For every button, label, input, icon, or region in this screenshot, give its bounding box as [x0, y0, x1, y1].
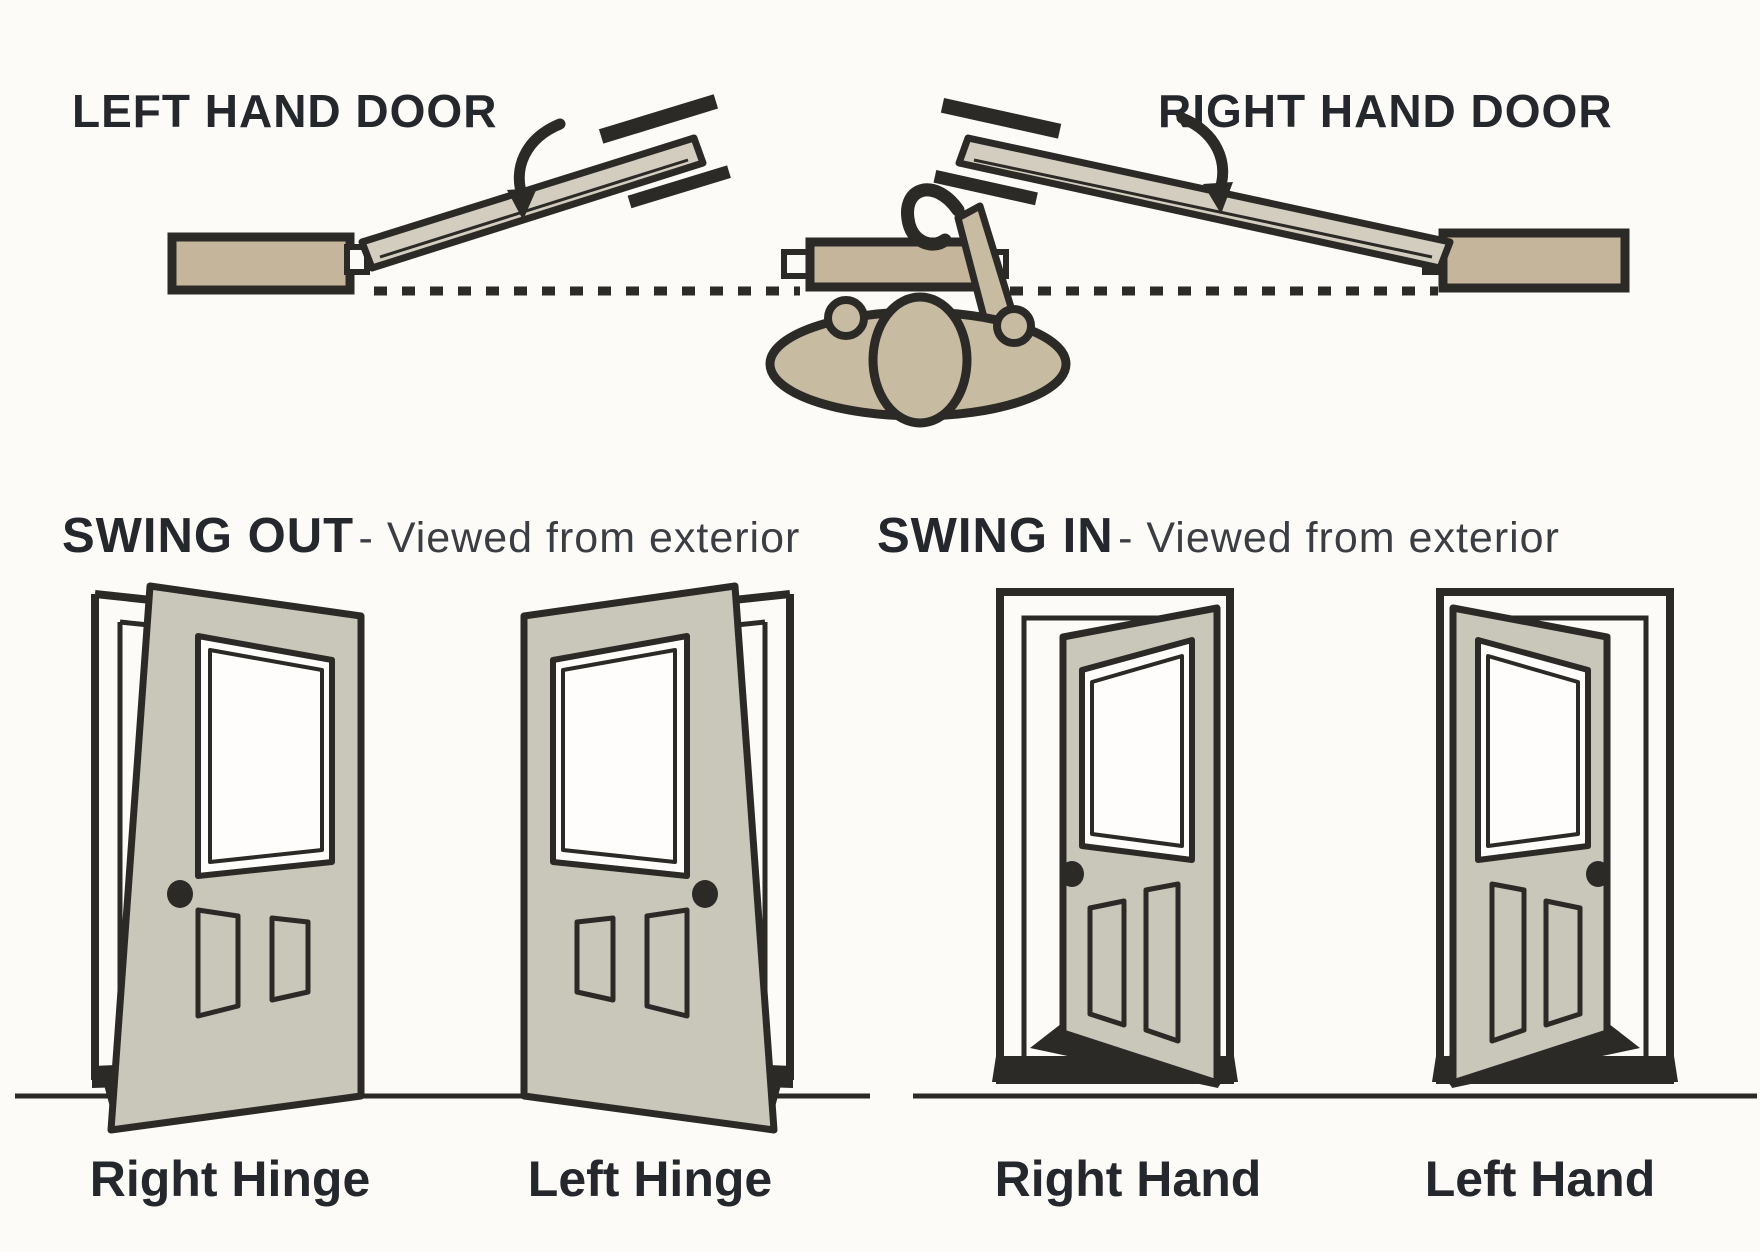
swing-in-subtitle: - Viewed from exterior — [1118, 514, 1560, 562]
swing-out-title: SWING OUT — [62, 509, 355, 563]
left-hand-caption: Left Hand — [1424, 1151, 1656, 1207]
door-figure-right-hand-swing-in — [978, 578, 1278, 1148]
right-hinge-caption: Right Hinge — [89, 1151, 371, 1207]
person-hand-on-door — [901, 183, 965, 251]
left-wall — [167, 232, 370, 295]
door-figure-left-hinge-swing-out — [505, 578, 805, 1148]
swing-in-heading: SWING IN - Viewed from exterior — [877, 508, 1560, 564]
person-top-view — [765, 183, 1071, 428]
swing-out-heading: SWING OUT - Viewed from exterior — [62, 508, 800, 564]
left-hand-door-label: LEFT HAND DOOR — [72, 85, 498, 137]
top-view-plan-diagram — [167, 94, 1630, 428]
right-door-leaf-open — [933, 97, 1454, 272]
swing-out-subtitle: - Viewed from exterior — [358, 514, 801, 562]
door-figure-right-hinge-swing-out — [80, 578, 380, 1148]
person-head — [868, 292, 972, 428]
left-hinge-caption: Left Hinge — [527, 1151, 773, 1207]
person-left-shoulder — [824, 296, 868, 340]
right-door-edge-marks — [933, 97, 1062, 206]
swing-in-title: SWING IN — [877, 509, 1114, 563]
person-right-shoulder — [993, 305, 1035, 347]
left-door-edge-marks — [598, 94, 731, 209]
door-figure-left-hand-swing-in — [1392, 578, 1692, 1148]
right-hand-door-label: RIGHT HAND DOOR — [1158, 85, 1613, 137]
left-swing-arrow-icon — [507, 118, 566, 220]
left-door-leaf-open — [358, 94, 731, 272]
right-hand-caption: Right Hand — [994, 1151, 1262, 1207]
right-swing-arrow-icon — [1176, 112, 1233, 214]
right-wall — [1422, 228, 1630, 293]
